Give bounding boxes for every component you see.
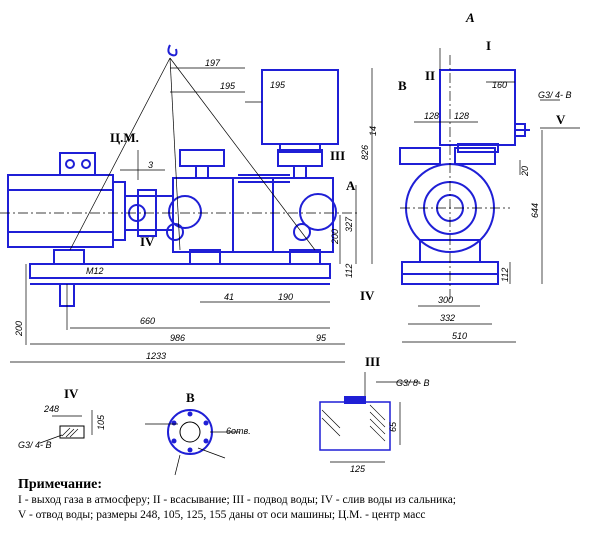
dim-986: 986 [170,333,185,343]
dim-200: 200 [330,229,340,245]
label-iv-right: IV [360,288,375,303]
pump-foot-left [189,249,221,265]
flange-left [179,149,225,167]
dim-510: 510 [452,331,467,341]
label-ii: II [425,68,435,83]
dim-200-left: 200 [14,321,24,337]
pump-body [232,177,274,253]
dim-128-a: 128 [424,111,439,121]
dim-660: 660 [140,316,155,326]
dim-195: 195 [220,81,236,91]
side-view [399,48,530,300]
dim-20: 20 [520,166,530,177]
side-dimensions [402,81,580,343]
holes-6: 6отв. [226,426,251,436]
lifting-hook [167,44,178,57]
front-view [0,44,360,330]
note-title: Примечание: [18,477,102,492]
label-b-side: B [398,78,407,93]
front-dimensions [10,67,373,363]
thread-g34: G3/ 4- B [538,90,572,100]
label-i: I [486,38,491,53]
dim-332: 332 [440,313,455,323]
dim-14: 14 [368,126,378,136]
dim-128-b: 128 [454,111,469,121]
thread-g38: G3/ 8- B [396,378,430,388]
dim-826: 826 [360,145,370,160]
label-a-top: A [465,10,475,25]
dim-190: 190 [278,292,293,302]
dim-300: 300 [438,295,453,305]
side-flange-right [454,147,496,165]
label-iv-main: IV [140,234,155,249]
pump-foot-right [289,249,321,265]
dim-95: 95 [316,333,327,343]
dim-105: 105 [96,414,106,430]
dim-327: 327 [344,216,354,232]
dim-248: 248 [43,404,59,414]
pump-end-left [172,177,234,253]
dim-65: 65 [388,421,398,432]
detail-iii [319,372,420,463]
dim-112-r: 112 [500,268,510,282]
label-center-of-mass: Ц.М. [110,130,139,145]
detail-b [145,409,240,476]
label-v: V [556,112,566,127]
side-flange-left [399,147,441,165]
dim-197: 197 [205,58,221,68]
base-frame [29,263,331,279]
dim-3: 3 [148,160,153,170]
label-b-detail: B [186,390,195,405]
electric-motor [7,174,114,248]
motor-foot-left [53,249,85,265]
dim-112: 112 [344,264,354,278]
label-iii-detail: III [365,354,380,369]
label-iii-main: III [330,148,345,163]
dim-1233: 1233 [146,351,166,361]
dim-160: 160 [492,80,507,90]
label-m12: M12 [86,266,104,276]
dim-125: 125 [350,464,366,474]
dim-41: 41 [224,292,234,302]
dim-195-tank: 195 [270,80,286,90]
label-a-mid: A [346,178,356,193]
note-line-1: I - выход газа в атмосферу; II - всасыва… [18,494,456,506]
terminal-box [59,152,96,176]
note-line-2: V - отвод воды; размеры 248, 105, 125, 1… [18,509,426,521]
label-iv-detail: IV [64,386,79,401]
detail-iv [39,410,93,444]
thread-g34-detail: G3/ 4- B [18,440,52,450]
dim-644: 644 [530,203,540,218]
